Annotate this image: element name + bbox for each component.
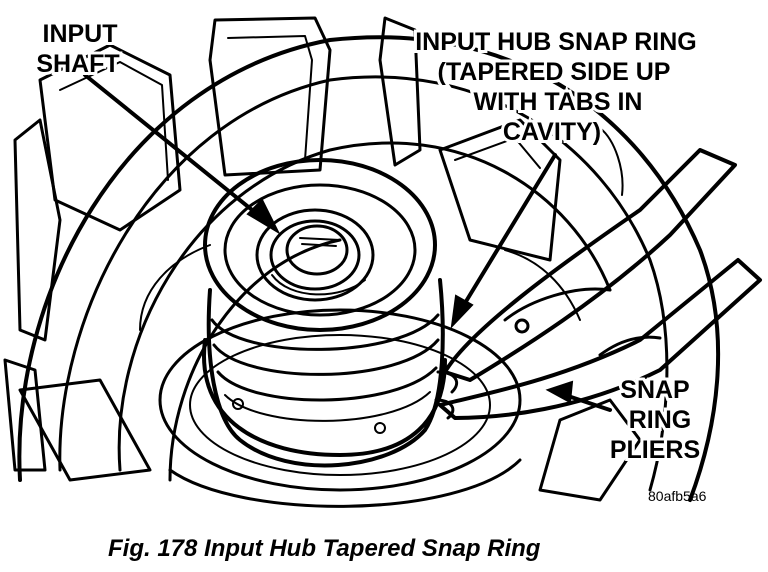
leader-snap-ring [599, 127, 624, 196]
input-shaft-end [203, 158, 437, 332]
label-snap-ring-line-2: (TAPERED SIDE UP [438, 58, 671, 86]
snap-ring [201, 338, 458, 457]
arrow-snap-ring-head [450, 294, 474, 329]
transmission-drawing [3, 16, 762, 508]
label-pliers-line-1: SNAP [620, 376, 689, 404]
snap-ring-pliers [438, 148, 762, 420]
drum-teeth [3, 16, 642, 502]
arrow-pliers [563, 393, 612, 412]
drum-floor [158, 308, 522, 508]
clutch-drum-housing [17, 35, 721, 502]
arrow-input-shaft [83, 73, 264, 220]
arrow-input-shaft-head [246, 198, 281, 235]
callout-arrows [83, 73, 624, 412]
label-snap-ring-line-3: WITH TABS IN [474, 88, 643, 116]
label-snap-ring-line-1: INPUT HUB SNAP RING [415, 28, 697, 56]
label-pliers-line-3: PLIERS [610, 436, 700, 464]
label-input-shaft-line-1: INPUT [43, 20, 118, 48]
label-input-shaft-line-2: SHAFT [36, 50, 119, 78]
label-pliers: SNAP RING PLIERS [607, 373, 703, 467]
arrow-pliers-head [545, 380, 574, 404]
label-input-shaft: INPUT SHAFT [33, 17, 122, 81]
label-pliers-line-2: RING [629, 406, 692, 434]
figure-caption: Fig. 178 Input Hub Tapered Snap Ring [108, 535, 541, 562]
label-snap-ring-line-4: CAVITY) [503, 118, 601, 146]
label-snap-ring: INPUT HUB SNAP RING (TAPERED SIDE UP WIT… [412, 25, 700, 149]
arrow-snap-ring [460, 153, 557, 310]
figure-reference-code: 80afb5a6 [648, 488, 707, 504]
